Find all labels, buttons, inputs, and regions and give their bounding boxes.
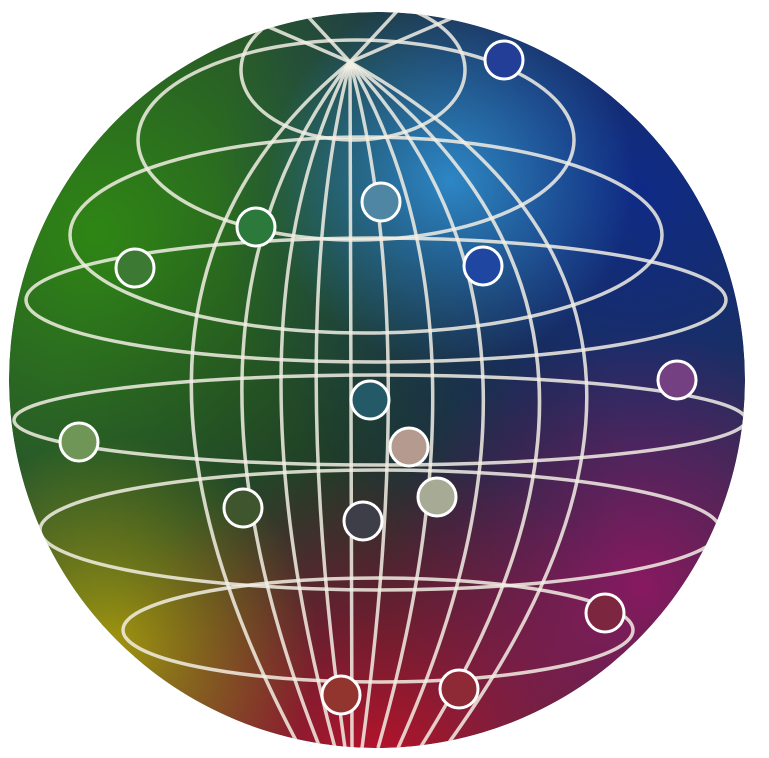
sphere [9,12,745,748]
marker-tan-center [388,426,430,468]
meridian-line [348,61,354,748]
marker-blue-top [483,39,525,81]
meridian-line [348,61,435,748]
polar-spoke [348,12,402,64]
marker-sage-left [58,421,100,463]
marker-group [58,39,698,716]
meridian-line [189,60,352,748]
latitude-ring [121,576,635,684]
marker-teal-center [349,379,391,421]
sphere-shading [9,12,745,748]
marker-dark-green [222,487,264,529]
marker-steel-blue [360,181,402,223]
meridian-line [348,60,542,748]
latitude-ring [12,373,745,467]
marker-maroon-right [584,592,626,634]
marker-green-left [114,247,156,289]
meridian-line [348,61,391,748]
meridian-line [240,60,352,748]
marker-green-upper [235,206,277,248]
marker-charcoal [342,500,384,542]
marker-red-bottom-left [320,674,362,716]
latitude-ring [239,12,467,142]
latitude-ring [24,236,728,364]
latitude-ring [136,38,576,242]
marker-red-bottom-right [438,668,480,710]
marker-blue-right [462,245,504,287]
sphere-grid [12,12,745,748]
meridian-line [314,61,352,748]
meridian-line [279,61,352,748]
marker-purple-right [656,359,698,401]
meridian-line [349,60,589,748]
marker-gray-center [416,476,458,518]
meridian-line [348,60,485,748]
polar-spoke [349,16,453,64]
